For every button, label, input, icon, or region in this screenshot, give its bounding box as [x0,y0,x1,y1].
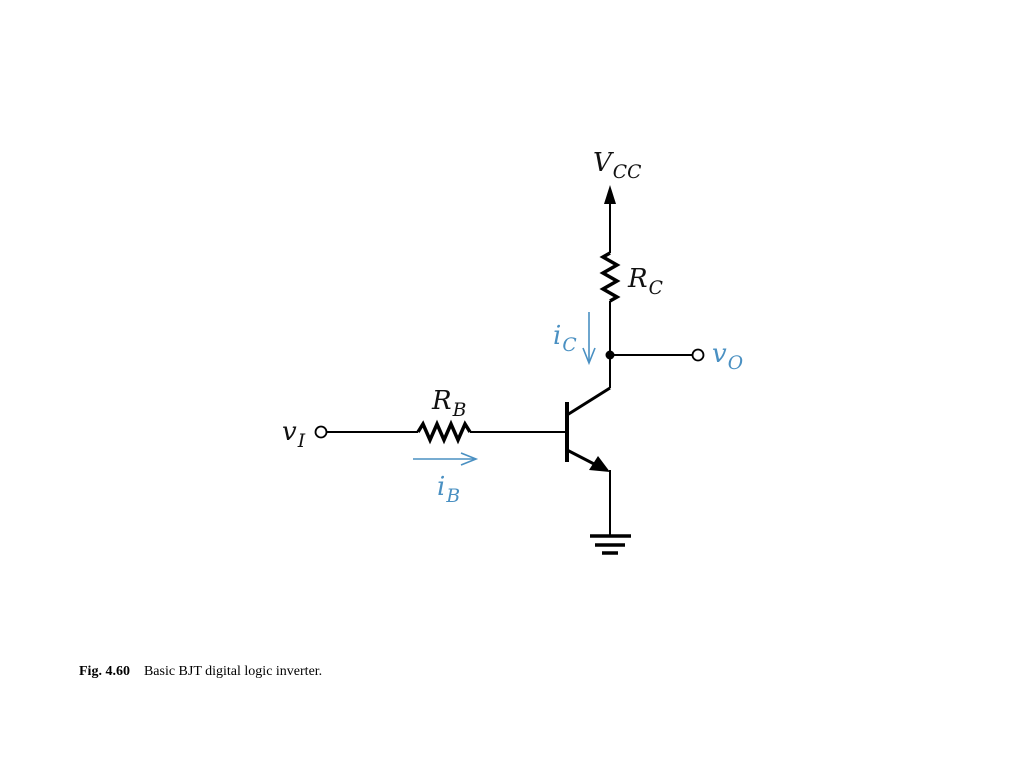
collector-resistor-rc [599,251,621,303]
transistor-collector [566,386,611,417]
vcc-supply-arrow [604,185,616,253]
npn-transistor [565,386,611,472]
figure-caption: Fig. 4.60 Basic BJT digital logic inverte… [79,664,322,680]
output-terminal [691,348,705,362]
rc-label: RC [628,264,663,299]
base-resistor-rb [416,419,472,445]
vo-label: vO [712,339,744,374]
ic-label: iC [553,321,577,356]
rb-label: RB [432,386,467,421]
ib-current-arrow [413,452,479,466]
emitter-arrow [589,456,610,472]
vi-label: vI [282,417,306,452]
figure-number: Fig. 4.60 [79,664,130,679]
vcc-label: VCC [593,148,642,183]
figure-title: Basic BJT digital logic inverter. [143,664,323,679]
ib-label: iB [437,472,461,507]
ground-symbol [590,534,631,555]
ic-current-arrow [582,312,596,366]
transistor-emitter [566,448,599,468]
input-terminal [314,425,328,439]
